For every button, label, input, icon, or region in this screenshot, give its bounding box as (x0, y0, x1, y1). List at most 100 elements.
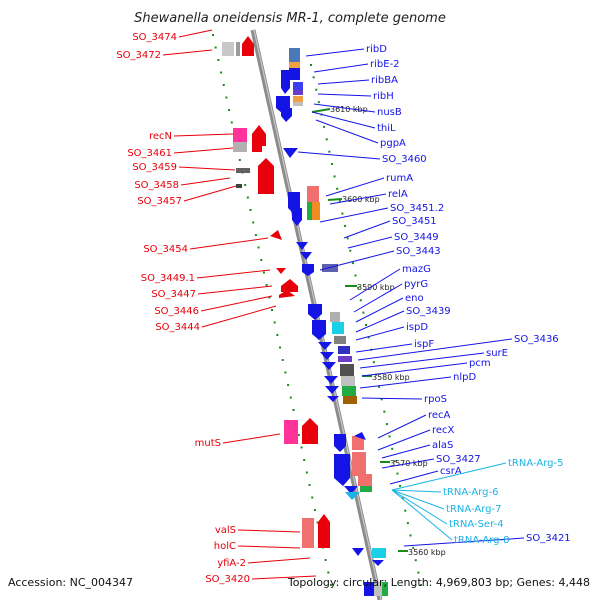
trna-gene-labels: tRNA-Arg-5tRNA-Arg-6tRNA-Arg-7tRNA-Ser-4… (391, 458, 563, 546)
leader-line (361, 397, 423, 400)
gene-label-mazG: mazG (402, 264, 431, 275)
track-dot (412, 546, 415, 549)
gene-label-SO_3443: SO_3443 (396, 246, 441, 257)
gene-label-SO_3447: SO_3447 (151, 289, 196, 300)
track-dot (325, 138, 328, 141)
track-dot (244, 184, 247, 186)
leader-line (391, 462, 507, 491)
gene-label-yfiA-2: yfiA-2 (217, 558, 246, 569)
gene-label-SO_3472: SO_3472 (116, 50, 161, 61)
track-dot (327, 571, 330, 574)
leader-line (183, 185, 237, 202)
gene-label-SO_3474: SO_3474 (132, 32, 177, 43)
track-dot (404, 509, 407, 512)
track-dot (297, 434, 300, 436)
track-dot (380, 398, 383, 401)
gene-label-SO_3461: SO_3461 (127, 148, 172, 159)
leader-line (251, 575, 317, 580)
gene-label-mutS: mutS (195, 438, 221, 449)
gene-label-SO_3458: SO_3458 (134, 180, 179, 191)
leader-line (313, 63, 369, 73)
track-dot (357, 286, 360, 289)
gene-label-SO_3460: SO_3460 (382, 154, 427, 165)
track-dot (238, 159, 241, 161)
track-dot (228, 109, 231, 111)
track-dot (217, 59, 220, 61)
track-dot (276, 334, 279, 336)
track-dot (338, 200, 341, 203)
track-dot (396, 472, 399, 475)
leader-line (319, 207, 389, 223)
leader-line (403, 537, 525, 547)
track-dot (391, 447, 394, 450)
gene-label-SO_3459: SO_3459 (132, 162, 177, 173)
gene-label-csrA: csrA (440, 466, 462, 477)
position-label-3580: 3580 kbp (372, 373, 410, 382)
track-dot (260, 259, 263, 261)
gene-label-SO_3427: SO_3427 (436, 454, 481, 465)
track-dot (279, 346, 282, 349)
track-dot (289, 396, 292, 399)
gene-label-SO_3449: SO_3449 (394, 232, 439, 243)
gene-label-SO_3420: SO_3420 (205, 574, 250, 585)
track-dot (305, 471, 308, 474)
gene-label-SO_3449.1: SO_3449.1 (141, 273, 195, 284)
leader-line (391, 489, 453, 541)
track-dot (383, 410, 386, 413)
leader-line (317, 93, 372, 97)
track-dot (362, 311, 365, 314)
track-dot (385, 423, 388, 426)
track-dot (393, 460, 396, 463)
track-dot (313, 509, 316, 511)
leader-line (173, 147, 234, 154)
gene-label-SO_3444: SO_3444 (155, 322, 200, 333)
track-dot (351, 262, 354, 265)
track-dot (344, 224, 347, 227)
position-label-3610: 3610 kbp (330, 105, 368, 114)
leader-line (162, 49, 213, 56)
track-dot (388, 435, 391, 438)
track-dot (252, 221, 255, 224)
leader-line (178, 29, 213, 38)
gene-label-SO_3457: SO_3457 (137, 196, 182, 207)
gene-label-tRNA-Arg-5: tRNA-Arg-5 (508, 458, 563, 469)
position-label-3560: 3560 kbp (408, 548, 446, 557)
track-dot (225, 96, 228, 99)
track-dot (367, 336, 370, 339)
gene-label-ribH: ribH (373, 91, 394, 102)
gene-label-recA: recA (428, 410, 451, 421)
leader-line (200, 295, 273, 312)
track-dot (271, 309, 273, 311)
gene-label-rumA: rumA (386, 173, 413, 184)
leader-line (247, 557, 311, 564)
track-dot (417, 571, 420, 574)
track-dot (303, 459, 306, 461)
track-dot (265, 284, 268, 286)
gene-label-tRNA-Arg-6: tRNA-Arg-6 (443, 487, 498, 498)
gene-label-surE: surE (486, 348, 508, 359)
leader-line (319, 250, 395, 271)
gene-label-tRNA-Arg-8: tRNA-Arg-8 (454, 535, 509, 546)
gene-label-tRNA-Ser-4: tRNA-Ser-4 (449, 519, 504, 530)
track-dot (257, 246, 260, 249)
gene-label-SO_3451.2: SO_3451.2 (390, 203, 444, 214)
gene-label-SO_3421: SO_3421 (526, 533, 571, 544)
leader-line (381, 444, 431, 459)
leader-line (347, 236, 393, 249)
leader-line (201, 305, 277, 328)
gene-label-nlpD: nlpD (453, 372, 476, 383)
right-gene-labels: ribDribE-2ribBAribHnusBthiLpgpASO_3460ru… (297, 44, 571, 547)
track-dot (315, 88, 318, 91)
gene-label-alaS: alaS (432, 440, 453, 451)
track-dot (268, 296, 271, 299)
left-gene-labels: SO_3474SO_3472recNSO_3461SO_3459SO_3458S… (116, 29, 317, 585)
track-dot (316, 521, 319, 524)
track-dot (341, 212, 344, 215)
leader-line (317, 79, 370, 85)
track-dot (399, 484, 402, 487)
track-dot (378, 385, 381, 388)
forward-gene-glyph (242, 36, 254, 56)
leader-line (355, 310, 405, 333)
track-dot (212, 34, 214, 36)
